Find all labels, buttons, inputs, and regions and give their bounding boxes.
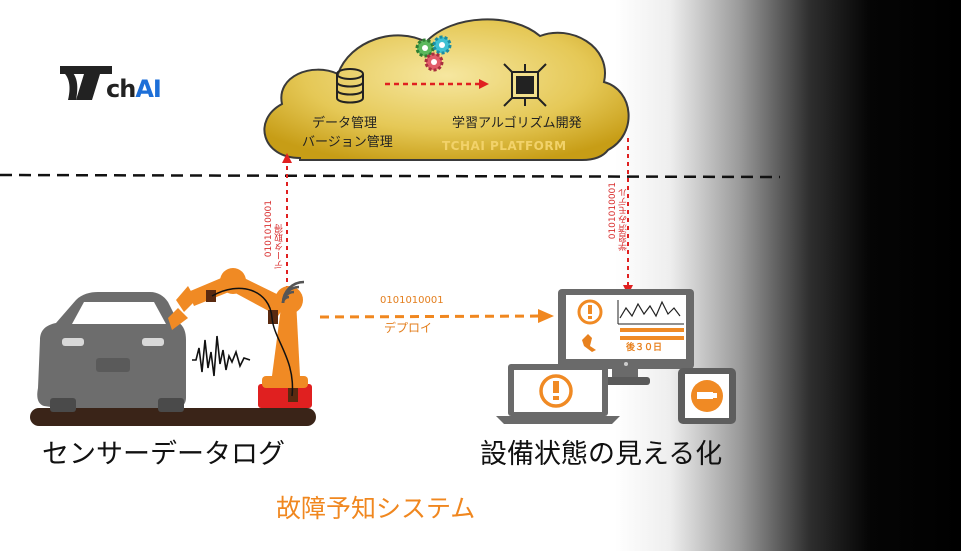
- acquire-label: データ取得: [275, 224, 285, 269]
- failure-prediction-caption: 故障予知システム: [276, 494, 476, 523]
- deploy-bits-label: 0101010001: [380, 295, 444, 306]
- signal-icon: [281, 280, 305, 304]
- equipment-visualization-caption: 設備状態の見える化: [480, 439, 723, 470]
- deploy-arrow: [319, 309, 554, 324]
- deploy-label: デプロイ: [384, 321, 433, 335]
- desktop-monitor-icon: [558, 289, 694, 385]
- trained-model-label: 学習済みモデル: [619, 188, 629, 251]
- tablet-icon: [678, 368, 736, 424]
- cloud-edge-divider: [0, 173, 781, 179]
- tchai-logo-mark: [60, 66, 112, 100]
- platform-label: TCHAI PLATFORM: [442, 139, 567, 153]
- car-icon: [37, 292, 186, 412]
- version-management-label: バージョン管理: [302, 135, 393, 150]
- logo-suffix: AI: [135, 75, 161, 103]
- model-bits-label: 0101010001: [608, 182, 618, 240]
- algorithm-chip-icon: [503, 63, 547, 107]
- ground-bar: [30, 408, 316, 426]
- laptop-icon: [496, 364, 620, 424]
- days-after-label: 後３０日: [626, 343, 663, 353]
- robot-arm-icon: [168, 268, 312, 408]
- sensor-data-log-caption: センサーデータログ: [42, 439, 285, 470]
- sensor-waveform: [192, 335, 251, 377]
- database-icon: [336, 68, 364, 104]
- tchai-platform-cloud: [263, 18, 630, 161]
- data-management-label: データ管理: [312, 116, 378, 131]
- acquire-bits-label: 0101010001: [264, 200, 274, 258]
- gears-icon: [415, 35, 452, 72]
- tchai-logo: chAI: [106, 75, 162, 103]
- logo-prefix: ch: [106, 75, 136, 103]
- algorithm-development-label: 学習アルゴリズム開発: [452, 116, 582, 131]
